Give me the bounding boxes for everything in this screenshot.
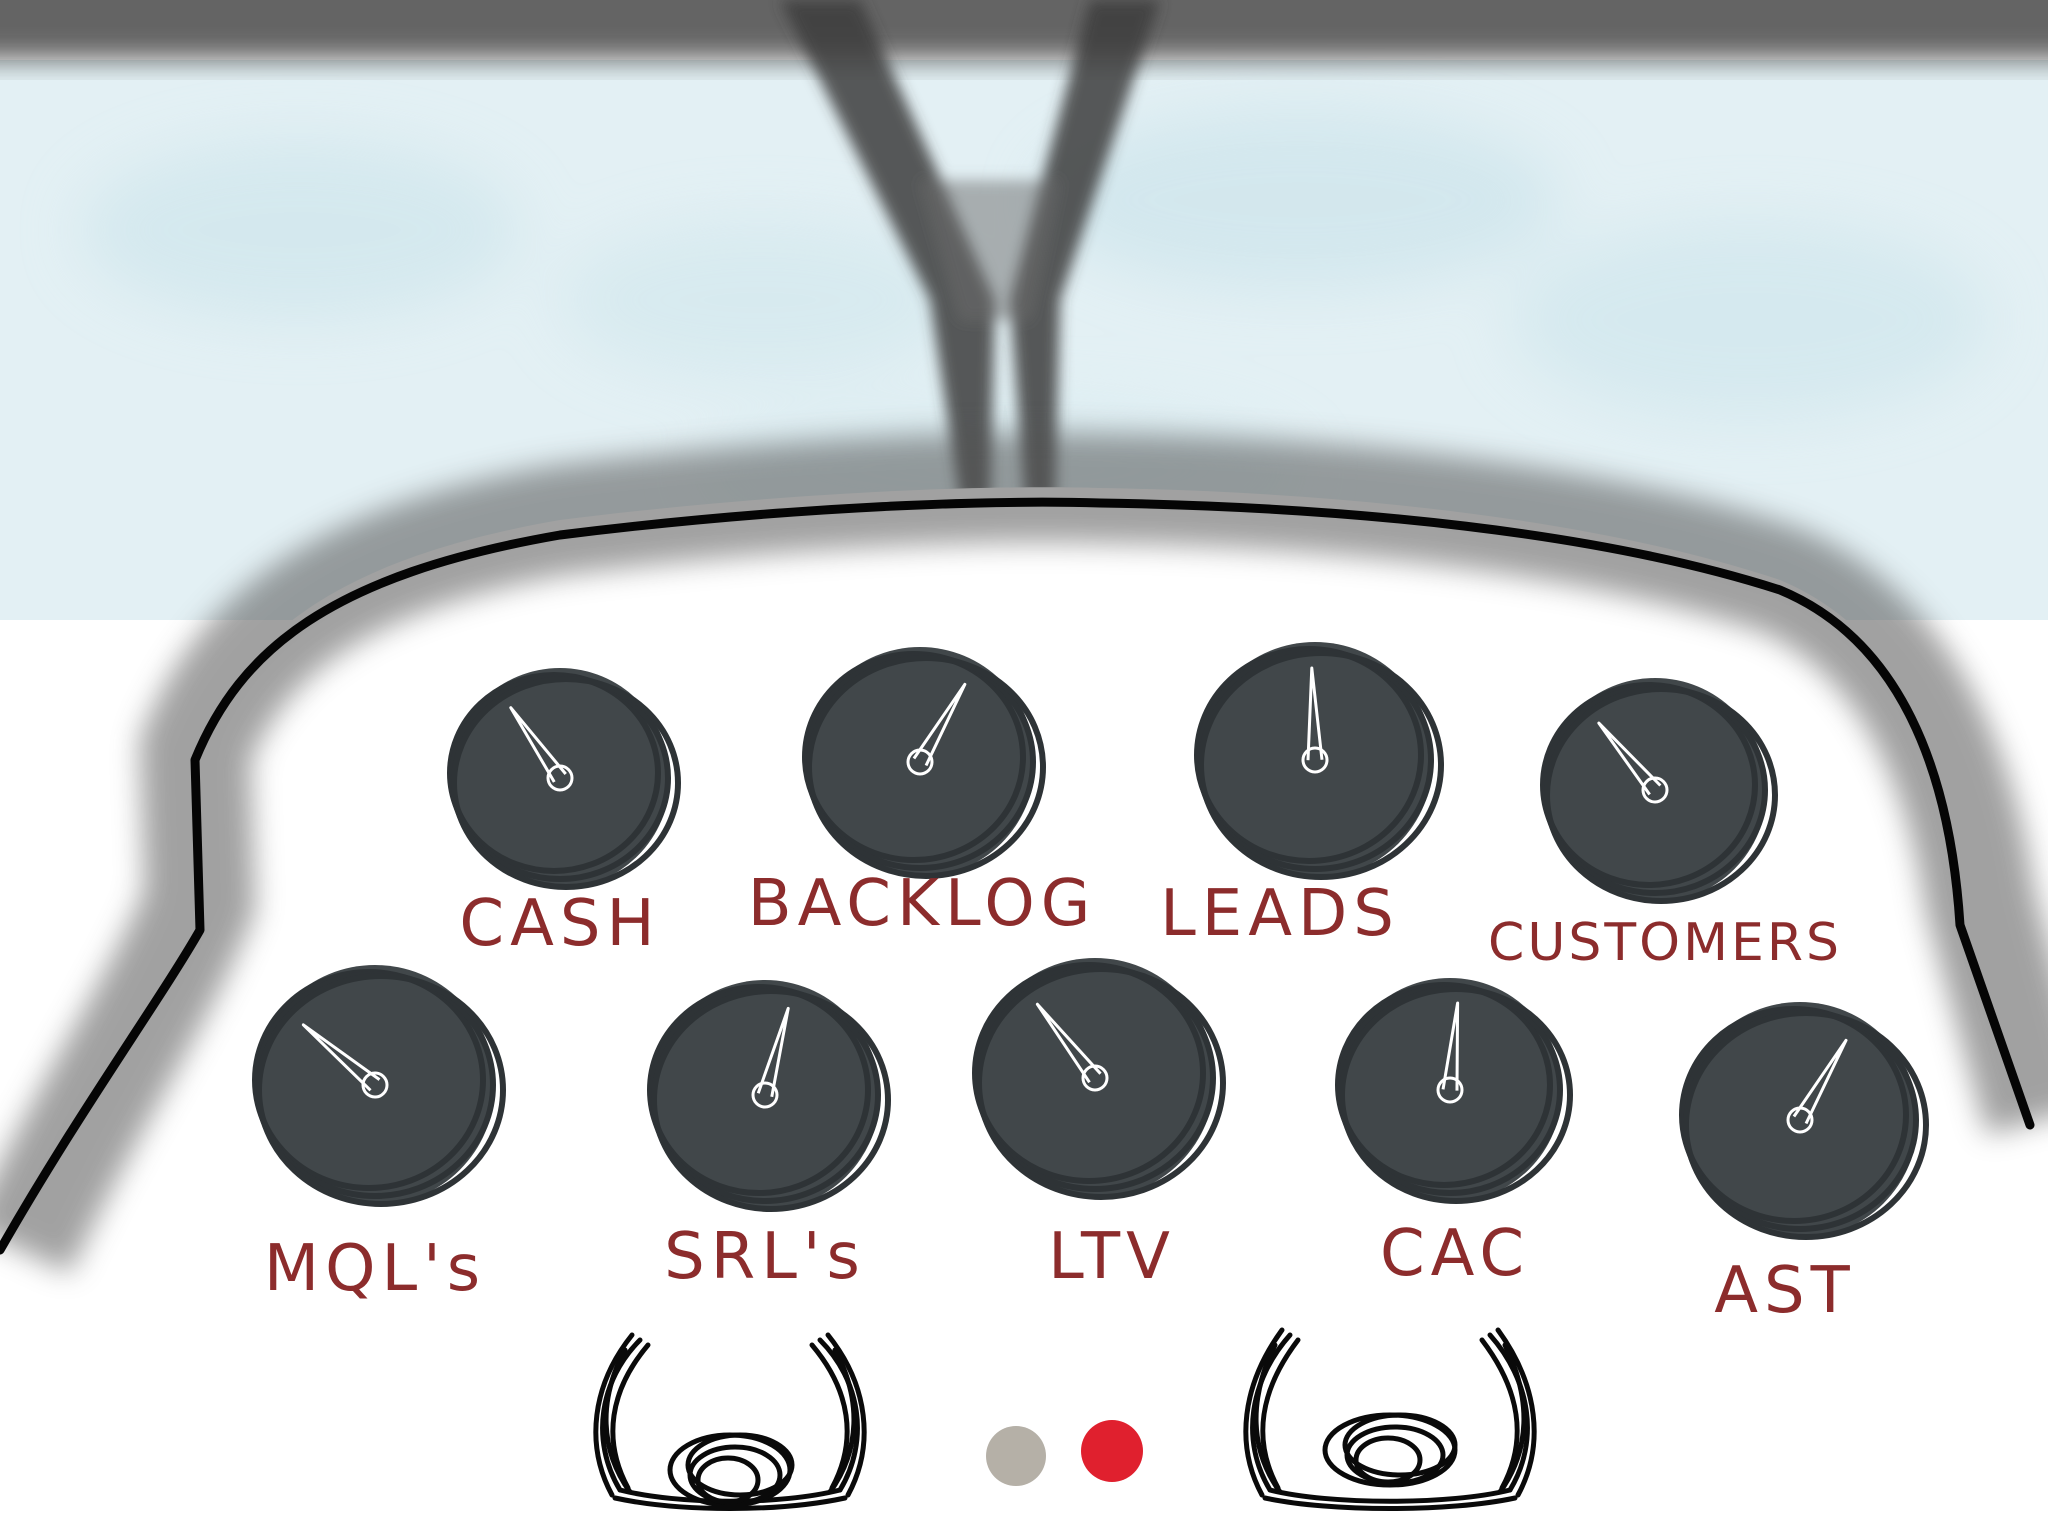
gauge-scribble-ring: [806, 655, 1046, 879]
gauge-face: [975, 958, 1215, 1198]
gauge-hub: [1436, 1076, 1464, 1104]
gauge-face: [805, 647, 1035, 877]
gauge-face: [1338, 978, 1562, 1202]
gauge-face: [650, 980, 880, 1210]
gauge-ltv: [972, 958, 1226, 1200]
gauge-scribble-ring: [256, 973, 506, 1207]
gauge-needle: [912, 682, 967, 767]
left-yoke-icon: [593, 1332, 867, 1511]
gauge-face: [450, 668, 670, 888]
gauge-needle: [1441, 1001, 1460, 1091]
gauge-hub: [751, 1081, 779, 1109]
gauge-cluster: [252, 642, 1929, 1240]
gauge-label-customers: CUSTOMERS: [1488, 913, 1842, 973]
gauge-face: [255, 965, 495, 1205]
gauge-hub: [1786, 1106, 1814, 1134]
red-indicator-light-icon: [1081, 1420, 1143, 1482]
gauge-scribble-ring: [976, 966, 1226, 1200]
dashboard-outline: [0, 497, 2035, 1255]
gauge-label-leads: LEADS: [1160, 877, 1400, 951]
gauge-backlog: [802, 647, 1046, 879]
gauge-label-srls: SRL's: [664, 1220, 866, 1294]
gauge-face: [1197, 642, 1433, 878]
gauge-mqls: [252, 965, 506, 1207]
gauge-cac: [1335, 978, 1573, 1204]
gauge-label-ast: AST: [1714, 1254, 1856, 1328]
roof-haze: [0, 0, 2048, 60]
gauge-face: [1543, 678, 1767, 902]
gauge-label-backlog: BACKLOG: [748, 867, 1097, 941]
gauge-needle: [1792, 1038, 1848, 1125]
gauge-ast: [1679, 1002, 1929, 1240]
gauge-hub: [361, 1071, 389, 1099]
gauge-needle: [509, 706, 567, 783]
right-yoke-icon: [1243, 1327, 1537, 1511]
gauge-scribble-ring: [1683, 1010, 1929, 1240]
gauge-srls: [647, 980, 891, 1212]
gauge-scribble-ring: [1198, 650, 1444, 880]
gauge-needle: [1035, 1002, 1102, 1084]
gauge-scribble-ring: [1544, 686, 1778, 904]
gauge-scribble-ring: [1339, 986, 1573, 1204]
gauge-hub: [1081, 1064, 1109, 1092]
gauge-hub: [1301, 746, 1329, 774]
gauge-needle: [301, 1023, 381, 1092]
gauge-label-cash: CASH: [459, 887, 660, 961]
gauge-label-cac: CAC: [1380, 1217, 1530, 1291]
gauge-needle: [756, 1006, 790, 1098]
gauge-face: [1682, 1002, 1918, 1238]
windshield-pillar: [780, 0, 1160, 500]
gauge-scribble-ring: [451, 676, 681, 890]
gauge-label-ltv: LTV: [1048, 1220, 1176, 1294]
gauge-hub: [906, 748, 934, 776]
gauge-hub: [546, 764, 574, 792]
gauge-needle: [1597, 721, 1662, 796]
gauge-customers: [1540, 678, 1778, 904]
gauge-labels: CASH BACKLOG LEADS CUSTOMERS MQL's SRL's…: [264, 867, 1856, 1328]
gauge-hub: [1641, 776, 1669, 804]
gauge-label-mqls: MQL's: [264, 1232, 486, 1306]
gauge-leads: [1194, 642, 1444, 880]
grey-indicator-light-icon: [986, 1426, 1046, 1486]
gauge-needle: [1306, 666, 1324, 761]
gauge-cash: [447, 668, 681, 890]
gauge-scribble-ring: [651, 988, 891, 1212]
